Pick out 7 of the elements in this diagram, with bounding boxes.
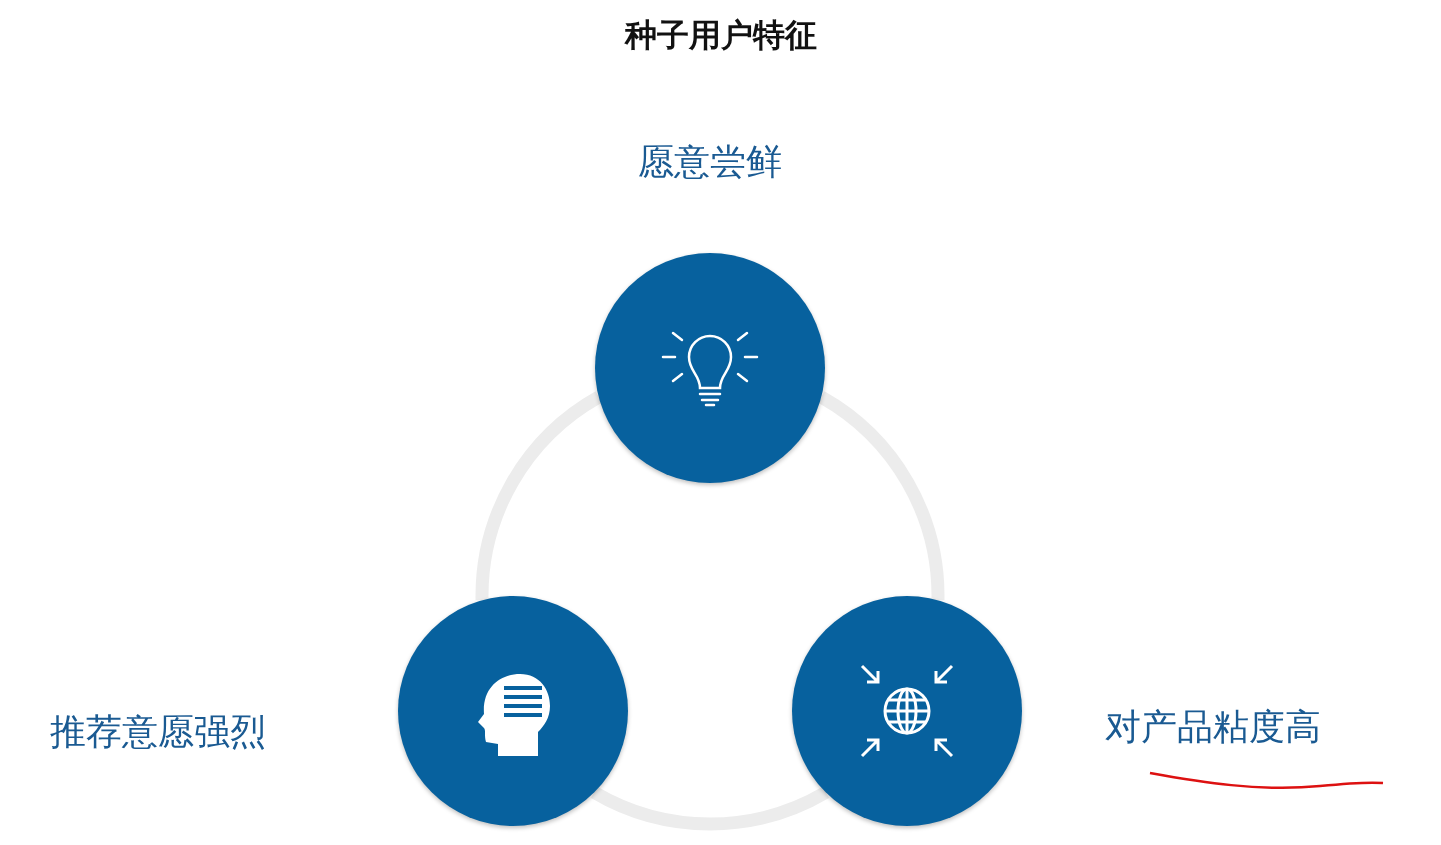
feature-label: 对产品粘度高 [1105,705,1321,749]
ring-arc [817,391,945,601]
feature-label: 推荐意愿强烈 [50,710,266,754]
feature-label: 愿意尝鲜 [638,140,782,184]
ring-arc [475,391,603,601]
title: 种子用户特征 [624,15,817,56]
ring-arc [591,786,829,831]
